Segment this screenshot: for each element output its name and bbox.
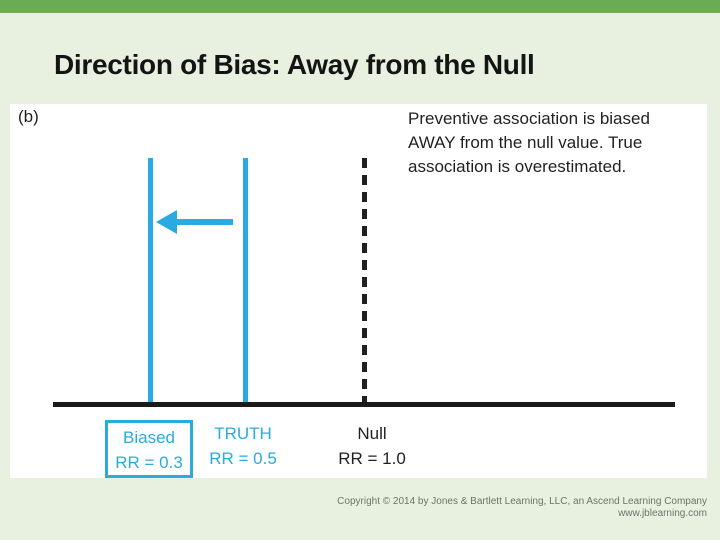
- biased-rr-marker-line: [148, 158, 153, 402]
- rr-axis-line: [53, 402, 675, 407]
- bias-direction-arrow-shaft: [174, 219, 233, 225]
- annotation-text: Preventive association is biased AWAY fr…: [408, 107, 704, 179]
- bias-direction-arrow-head: [156, 210, 177, 234]
- copyright-footer: Copyright © 2014 by Jones & Bartlett Lea…: [337, 496, 707, 520]
- top-accent-bar: [0, 0, 720, 13]
- panel-label: (b): [18, 107, 39, 126]
- biased-label-name: Biased: [123, 428, 175, 447]
- truth-label-name: TRUTH: [214, 424, 272, 443]
- biased-label-box: Biased RR = 0.3: [105, 420, 193, 478]
- null-label: Null RR = 1.0: [320, 421, 424, 471]
- figure-canvas: (b) Preventive association is biased AWA…: [10, 104, 707, 478]
- null-label-name: Null: [357, 424, 387, 443]
- biased-label-value: RR = 0.3: [115, 453, 183, 472]
- truth-label-value: RR = 0.5: [209, 449, 277, 468]
- annotation-line-2: AWAY from the null value. True: [408, 133, 643, 152]
- null-rr-dashed-line: [362, 158, 367, 402]
- copyright-url: www.jblearning.com: [618, 508, 707, 519]
- slide-title: Direction of Bias: Away from the Null: [54, 49, 535, 80]
- annotation-line-1: Preventive association is biased: [408, 109, 650, 128]
- null-label-value: RR = 1.0: [338, 449, 406, 468]
- annotation-line-3: association is overestimated.: [408, 157, 627, 176]
- truth-rr-marker-line: [243, 158, 248, 402]
- truth-label: TRUTH RR = 0.5: [201, 421, 285, 471]
- copyright-line: Copyright © 2014 by Jones & Bartlett Lea…: [337, 496, 707, 507]
